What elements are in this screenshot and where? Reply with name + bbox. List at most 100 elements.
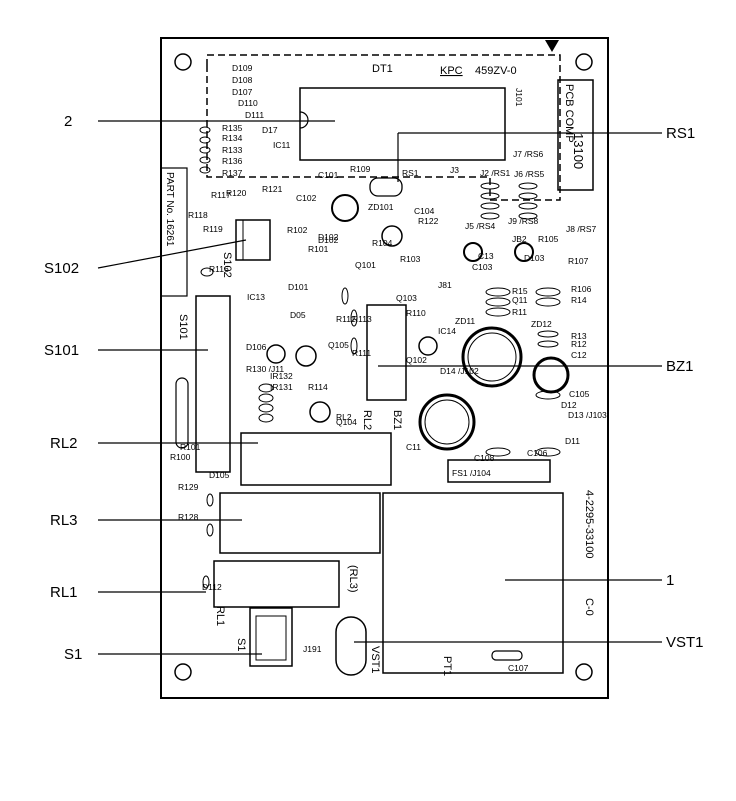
ic11-outline [299,87,506,161]
pcb-comp-connector [557,79,594,191]
callout-lines [97,120,662,655]
capacitor-bz1-inner [467,332,517,382]
capacitor-c11 [418,393,476,451]
refdes-label: D110 [238,98,258,108]
callout-rl1: RL1 [50,584,78,601]
refdes-label: D107 [232,87,253,97]
pcb-number-label: 13100 [571,133,586,169]
s1-connector [249,607,293,667]
capacitor-c12 [532,356,570,394]
refdes-label: D12 [561,400,577,410]
model-label: 459ZV-0 [475,65,517,77]
transistor-q105 [295,345,317,367]
refdes-label: R116 [209,264,229,274]
callout-s1: S1 [64,646,82,663]
dt1-label: DT1 [372,63,393,75]
refdes-label: D05 [290,310,306,320]
bz1-board-label: BZ1 [391,410,403,430]
refdes-label: IR132 [270,371,293,381]
callout-vst1: VST1 [666,634,704,651]
dt1-dashed-outline [206,54,561,201]
pt1-label: PT1 [441,656,453,676]
refdes-label: R117 [211,190,231,200]
refdes-label: R119 [203,224,223,234]
refdes-label: D108 [232,75,253,85]
rl1-relay [213,560,340,608]
refdes-label: C11 [406,442,421,452]
refdes-label: R101 [180,442,201,452]
transistor-q106 [266,344,286,364]
refdes-label: C12 [571,350,587,360]
refdes-label: R103 [400,254,421,264]
fs1-fuse [447,459,551,483]
refdes-label: ZD101 [368,202,394,212]
mounting-hole [174,53,192,71]
refdes-label: C104 [414,206,435,216]
refdes-label: R102 [287,225,308,235]
refdes-label: D112 [202,582,222,592]
refdes-label: D105 [209,470,230,480]
refdes-label: C102 [296,193,317,203]
rl3-relay [219,492,381,554]
j191-label: J191 [303,644,322,654]
resistor-cluster-mid [200,267,358,589]
refdes-label: J9 /RS8 [508,216,539,226]
mounting-hole [575,663,593,681]
pt1-transformer [382,492,564,674]
refdes-label: RS1 [402,168,419,178]
reference-designators: D109D108D107D110D111R135R134R133R136R137… [170,63,607,673]
refdes-label: R107 [568,256,589,266]
vst1-varistor [335,616,367,676]
capacitor-jb2 [514,242,534,262]
rl2-relay [240,432,392,486]
board-outline [160,37,609,699]
callout-1: 1 [666,572,674,589]
refdes-label: R118 [188,210,208,220]
refdes-label: Q101 [355,260,376,270]
ic11-notch [299,111,309,129]
refdes-label: D13 /J103 [568,410,607,420]
refdes-label: IC13 [247,292,265,302]
transistor-q104 [309,401,331,423]
refdes-label: D111 [245,110,264,120]
refdes-label: R104 [372,238,393,248]
refdes-label: Q102 [406,355,427,365]
refdes-label: D102 [318,235,339,245]
ic11-label: IC11 [273,140,291,150]
rl3-board-label: (RL3) [347,565,359,593]
rl2-board-label: RL2 [361,410,373,430]
fs1-label: FS1 /J104 [452,468,491,478]
s102-board-label: S102 [221,252,233,278]
vst1-board-label: VST1 [369,646,381,674]
refdes-label: R11 [512,307,527,317]
s101-outline [195,295,231,473]
callout-rs1: RS1 [666,125,695,142]
s1-connector-inner [255,615,287,661]
callout-rl2: RL2 [50,435,78,452]
s1-board-label: S1 [235,638,247,651]
callout-rl3: RL3 [50,512,78,529]
orientation-marker [545,40,559,52]
refdes-label: R13 [571,331,587,341]
refdes-label: JB2 [512,234,527,244]
s101-board-label: S101 [177,314,189,340]
refdes-label: D17 [262,125,278,135]
refdes-label: R101 [308,244,329,254]
ic-rl2-outline [366,304,407,401]
refdes-label: ZD11 [455,316,475,326]
resistor-cluster-j [480,182,538,220]
refdes-label: R136 [222,156,243,166]
refdes-label: C107 [508,663,529,673]
refdes-label: R12 [571,339,587,349]
c107-part [491,650,523,661]
callout-bz1: BZ1 [666,358,694,375]
refdes-label: RL2 [336,412,352,422]
refdes-label: R114 [308,382,328,392]
j101-label: J101 [514,88,524,107]
refdes-label: J81 [438,280,452,290]
refdes-label: R137 [222,168,243,178]
refdes-label: R110 [406,308,426,318]
transistor-q102 [418,336,438,356]
capacitor-c13 [463,242,483,262]
